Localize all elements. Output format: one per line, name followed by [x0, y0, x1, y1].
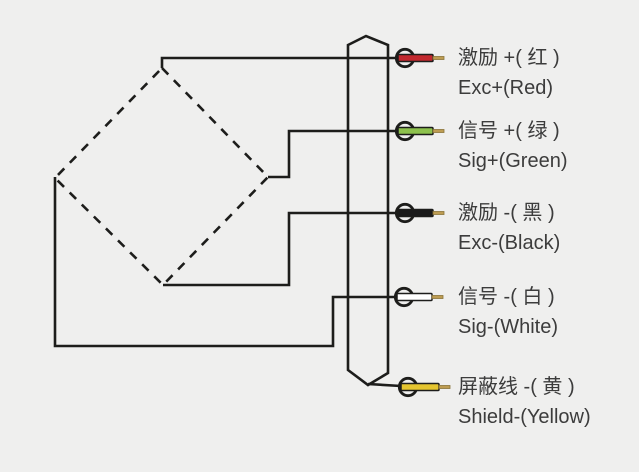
label-sig-plus: 信号 +( 绿 ) Sig+(Green): [458, 116, 568, 176]
terminal-sig-minus: [393, 286, 444, 308]
terminal-exc-minus: [394, 202, 445, 224]
wire-end-white: [396, 292, 433, 302]
wire-end-green: [397, 126, 434, 136]
terminal-exc-plus: [394, 47, 445, 69]
label-shield-en: Shield-(Yellow): [458, 406, 591, 428]
wire-sig-minus: [53, 177, 395, 348]
terminal-shield: [397, 376, 451, 398]
wire-exc-minus: [163, 211, 396, 287]
label-sig-minus-zh: 信号 -( 白 ): [458, 286, 555, 308]
wire-end-black: [397, 208, 434, 218]
label-exc-minus: 激励 -( 黑 ) Exc-(Black): [458, 198, 560, 258]
label-exc-plus: 激励 +( 红 ) Exc+(Red): [458, 43, 560, 103]
label-exc-plus-en: Exc+(Red): [458, 77, 554, 99]
wire-shield: [367, 382, 402, 388]
wire-end-yellow: [400, 382, 440, 392]
wire-sig-plus: [268, 129, 396, 179]
bridge-diamond: [53, 66, 270, 287]
wire-exc-plus: [160, 56, 396, 68]
label-shield-zh: 屏蔽线 -( 黄 ): [458, 376, 575, 398]
terminal-sig-plus: [394, 120, 445, 142]
label-sig-plus-zh: 信号 +( 绿 ): [458, 120, 560, 142]
label-sig-minus: 信号 -( 白 ) Sig-(White): [458, 282, 558, 342]
wire-end-red: [397, 53, 434, 63]
label-sig-plus-en: Sig+(Green): [458, 150, 568, 172]
wire-tip: [438, 385, 451, 389]
label-shield: 屏蔽线 -( 黄 ) Shield-(Yellow): [458, 372, 591, 432]
label-sig-minus-en: Sig-(White): [458, 316, 559, 338]
label-exc-plus-zh: 激励 +( 红 ): [458, 47, 560, 69]
wire-tip: [432, 56, 445, 60]
wire-tip: [432, 129, 445, 133]
label-exc-minus-zh: 激励 -( 黑 ): [458, 202, 555, 224]
cable-body: [346, 34, 390, 387]
wire-tip: [432, 211, 445, 215]
label-exc-minus-en: Exc-(Black): [458, 232, 561, 254]
wire-tip: [431, 295, 444, 299]
